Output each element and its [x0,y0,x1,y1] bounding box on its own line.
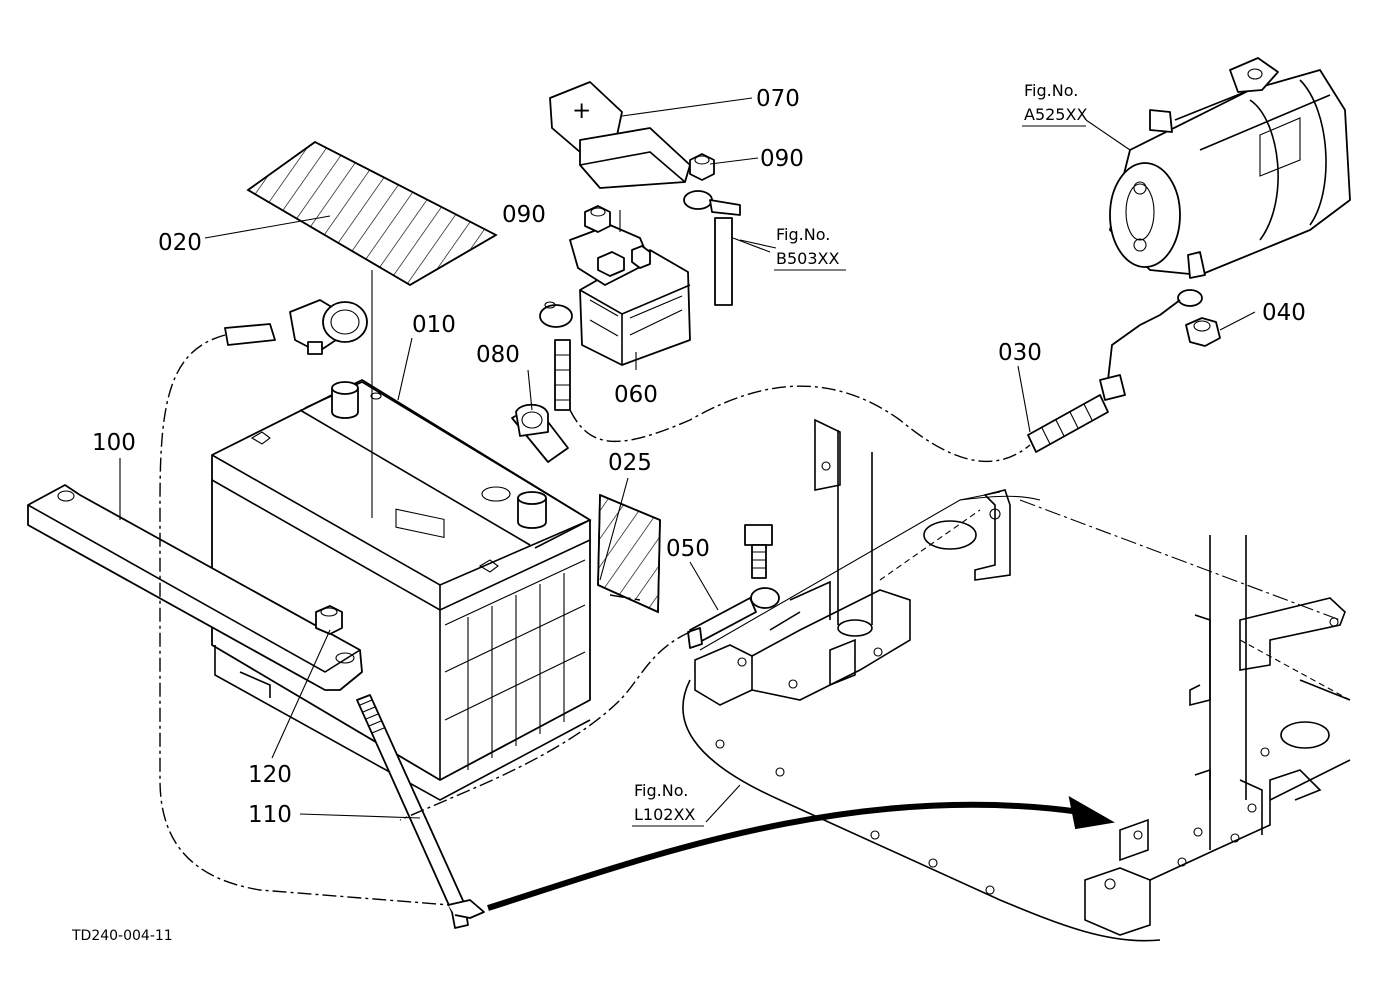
callout-080: 080 [476,342,520,368]
fig-ref-l102-prefix: Fig.No. [634,781,688,800]
callout-050: 050 [666,536,710,562]
callout-120: 120 [248,762,292,788]
chassis-frame [682,418,1351,942]
sensor-080 [511,339,571,463]
callout-020: 020 [158,230,202,256]
callout-090-right: 090 [760,146,804,172]
fig-ref-a525-code: A525XX [1024,105,1087,124]
mat-020 [246,141,498,286]
starter-motor [1109,57,1351,279]
fig-ref-b503-prefix: Fig.No. [776,225,830,244]
battery-cell-grid [444,559,586,770]
hold-down-bar-100 [27,484,363,691]
battery-terminal-positive [517,491,547,529]
leader-lines [119,97,1256,823]
terminal-cover-070: + [549,81,691,189]
fuse-box-060 [539,224,691,366]
nut-040 [1185,317,1221,347]
terminal-cover-symbol: + [572,98,591,124]
cable-030 [1027,289,1203,453]
rod-110 [356,694,485,929]
callout-110: 110 [248,802,292,828]
fig-ref-l102-code: L102XX [634,805,695,824]
nut-120 [315,605,343,635]
fig-ref-l102: Fig.No. L102XX [632,781,704,827]
callout-070: 070 [756,86,800,112]
callout-labels: 020 010 080 090 070 090 060 025 050 030 … [92,86,1306,828]
callout-040: 040 [1262,300,1306,326]
negative-cable-clamp [224,299,368,355]
battery-terminal-negative [331,381,359,419]
nut-090-left [584,205,611,233]
fig-ref-a525-prefix: Fig.No. [1024,81,1078,100]
pad-025 [597,493,661,614]
callout-030: 030 [998,340,1042,366]
cable-050 [687,524,780,649]
assembly-arrow [487,796,1115,911]
nut-090-right [689,153,715,181]
callout-010: 010 [412,312,456,338]
fig-ref-a525: Fig.No. A525XX [1022,81,1087,127]
callout-100: 100 [92,430,136,456]
drawing-code: TD240-004-11 [71,928,173,944]
terminal-lug-b503 [683,190,741,306]
cable-routes [159,334,1031,906]
callout-025: 025 [608,450,652,476]
callout-060: 060 [614,382,658,408]
callout-090-left: 090 [502,202,546,228]
fig-ref-b503-code: B503XX [776,249,839,268]
fig-ref-b503: Fig.No. B503XX [774,225,846,271]
